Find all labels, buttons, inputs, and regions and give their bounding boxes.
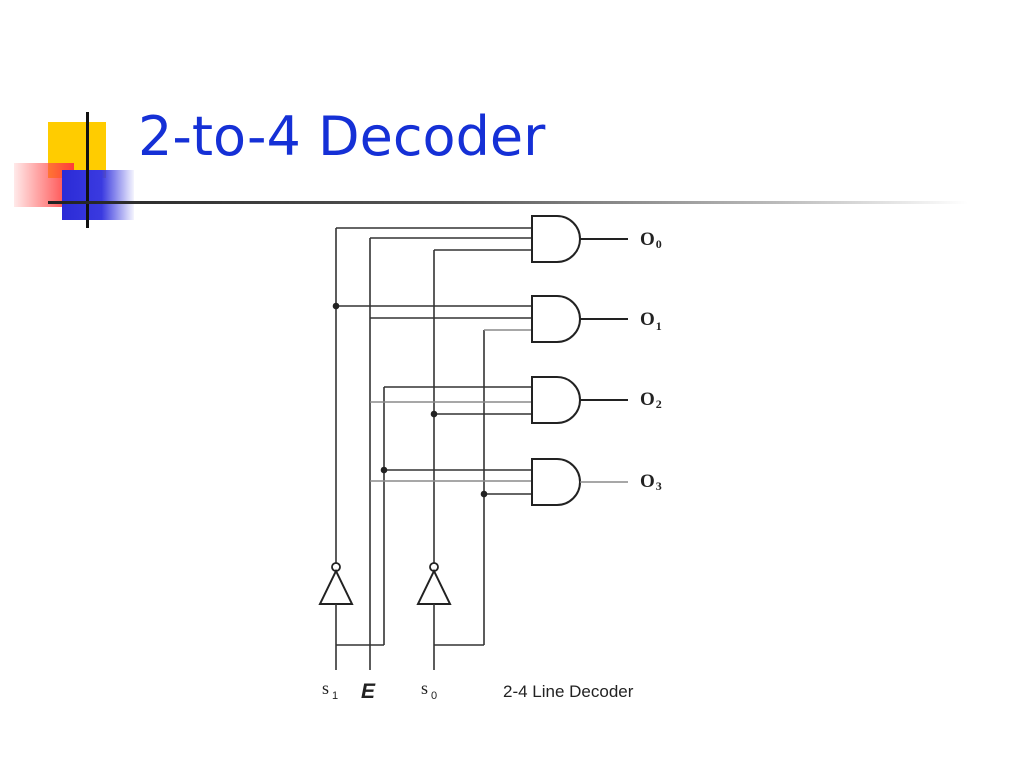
- output-label-1: O1: [640, 309, 662, 333]
- not-gate-s0: [416, 562, 452, 645]
- blue-accent-square: [62, 170, 134, 220]
- vertical-accent-line: [86, 112, 89, 228]
- output-label-2: O2: [640, 389, 662, 411]
- gate-input-wires: [336, 227, 532, 495]
- input-wires: [335, 228, 485, 670]
- junction-dots: [332, 302, 488, 498]
- output-label-0: O0: [640, 229, 662, 251]
- not-gate-s1: [318, 562, 354, 645]
- title-underline: [48, 201, 968, 204]
- slide-title: 2-to-4 Decoder: [138, 105, 546, 168]
- junction-dot: [332, 302, 340, 310]
- input-label-enable: E: [361, 680, 376, 703]
- output-label-3: O3: [640, 471, 662, 493]
- and-gate-1: [531, 295, 581, 343]
- diagram-caption: 2-4 Line Decoder: [503, 682, 634, 701]
- and-gate-3: [531, 458, 581, 506]
- junction-dot: [380, 466, 388, 474]
- junction-dot: [480, 490, 488, 498]
- junction-dot: [430, 410, 438, 418]
- and-gate-2: [531, 376, 581, 424]
- and-gate-0: [531, 215, 581, 263]
